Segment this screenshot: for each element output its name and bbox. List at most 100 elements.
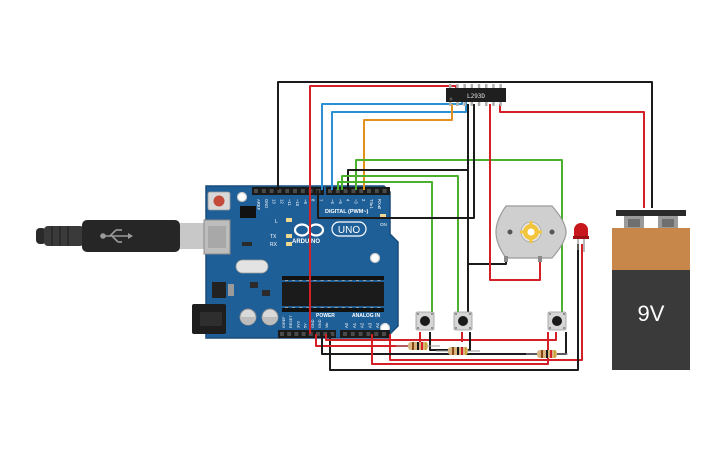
analog-pin-label: A3	[367, 322, 372, 328]
top-pin-label: AREF	[256, 199, 261, 211]
top-pin-label: ~10	[295, 199, 300, 207]
red-led[interactable]	[573, 223, 589, 252]
usb-cable-end	[36, 228, 46, 244]
header-pin[interactable]	[300, 189, 305, 193]
power-pin-label: GND	[318, 319, 322, 328]
power-pin-label: GND	[311, 319, 315, 328]
label-rx: RX	[270, 242, 278, 248]
wire-black-gnd-battery[interactable]	[277, 81, 653, 208]
wire-red-button3-5v[interactable]	[325, 332, 557, 341]
analog-label: ANALOG IN	[352, 313, 380, 319]
wire-blue-pin-ic2[interactable]	[331, 102, 467, 190]
led-tx	[286, 234, 292, 238]
pushbutton-2[interactable]	[453, 311, 473, 331]
wire-red-ic-motor[interactable]	[489, 104, 541, 281]
arduino-brand: ARDUINO	[292, 239, 320, 245]
wire-black-ic-gnd[interactable]	[317, 104, 475, 219]
wire-red-a-pin[interactable]	[371, 332, 549, 365]
top-pin-label: ~5	[338, 199, 343, 204]
header-pin[interactable]	[285, 189, 290, 193]
header-pin[interactable]	[293, 189, 297, 193]
top-pin-label: ~6	[330, 199, 335, 204]
header-pin[interactable]	[382, 332, 386, 336]
led-dome	[574, 223, 588, 238]
analog-pin-label: A5	[383, 322, 388, 328]
header-pin[interactable]	[366, 332, 371, 336]
header-pin[interactable]	[374, 189, 379, 193]
wires	[277, 81, 653, 371]
label-tx: TX	[270, 234, 277, 240]
header-pin[interactable]	[269, 189, 274, 193]
header-pin[interactable]	[351, 189, 356, 193]
resistor-3[interactable]	[526, 350, 568, 358]
power-pin-label: 3V3	[296, 321, 300, 328]
header-pin[interactable]	[382, 189, 387, 193]
header-pin[interactable]	[287, 332, 292, 336]
dc-motor[interactable]	[495, 205, 567, 262]
arduino-uno-board[interactable]: L TX RX ON ARDUINO UNO DIGITAL (PWM~) AR…	[192, 185, 399, 339]
header-pin[interactable]	[343, 332, 347, 336]
resistor-1[interactable]	[396, 342, 440, 350]
header-pin[interactable]	[280, 332, 284, 336]
power-pin-label: IOREF	[282, 316, 286, 328]
usb-plug-metal	[180, 223, 206, 249]
pushbutton-1[interactable]	[415, 311, 435, 331]
l293d-label: L293D	[467, 93, 485, 100]
top-pin-label: ~9	[303, 199, 308, 204]
header-pin[interactable]	[316, 332, 320, 336]
top-pin-label: ~3	[353, 199, 358, 204]
header-pin[interactable]	[277, 189, 282, 193]
wire-orange-pin-ic[interactable]	[363, 104, 453, 190]
wire-black-led-gnd[interactable]	[329, 244, 579, 371]
battery-connector-bar	[616, 210, 686, 216]
header-pin[interactable]	[359, 189, 364, 193]
analog-pin-label: A1	[352, 322, 357, 328]
l293d-driver-ic[interactable]: L293D	[446, 84, 506, 106]
header-pin[interactable]	[330, 332, 335, 336]
power-header	[278, 330, 336, 338]
header-pin[interactable]	[261, 189, 266, 193]
top-pin-label: 4	[346, 199, 351, 202]
top-pin-label: 13	[272, 199, 277, 204]
arduino-model: UNO	[338, 225, 360, 236]
top-pin-label: 7	[318, 199, 323, 202]
header-pin[interactable]	[374, 332, 379, 336]
l293d-body	[446, 88, 506, 102]
pushbutton-3[interactable]	[547, 311, 567, 331]
analog-pin-label: A4	[375, 322, 380, 328]
usb-cable	[36, 220, 206, 252]
header-pin[interactable]	[343, 189, 348, 193]
resistor-2[interactable]	[436, 347, 480, 355]
header-pin[interactable]	[328, 189, 332, 193]
header-pin[interactable]	[350, 332, 355, 336]
wire-red-battery-ic[interactable]	[499, 104, 645, 208]
mounting-hole	[369, 252, 381, 264]
header-pin[interactable]	[367, 189, 371, 193]
voltage-regulator	[212, 282, 226, 298]
header-pin[interactable]	[294, 332, 299, 336]
power-pin-label: RESET	[289, 315, 293, 328]
icsp-header-top	[240, 206, 256, 218]
led-l	[286, 218, 292, 222]
header-pin[interactable]	[358, 332, 363, 336]
led-rx	[286, 242, 292, 246]
top-pin-label: TX▸1	[369, 199, 374, 209]
battery-body	[612, 270, 690, 370]
crystal-oscillator	[235, 259, 269, 274]
uno-badge	[331, 221, 367, 237]
top-pin-label: 12	[279, 199, 284, 204]
wire-green-button1[interactable]	[337, 181, 433, 312]
power-pin-label: 5V	[304, 323, 308, 328]
battery-9v[interactable]: 9V	[612, 210, 690, 370]
reset-button[interactable]	[213, 195, 225, 207]
wire-black-gnd-rail[interactable]	[321, 332, 567, 355]
analog-pin-label: A0	[344, 322, 349, 328]
header-pin[interactable]	[254, 189, 258, 193]
power-label: POWER	[316, 313, 335, 319]
motor-gear-icon	[520, 221, 542, 243]
analog-pin-label: A2	[360, 322, 365, 328]
top-pin-label: 2	[361, 199, 366, 202]
header-pin[interactable]	[335, 189, 340, 193]
header-pin[interactable]	[301, 332, 306, 336]
